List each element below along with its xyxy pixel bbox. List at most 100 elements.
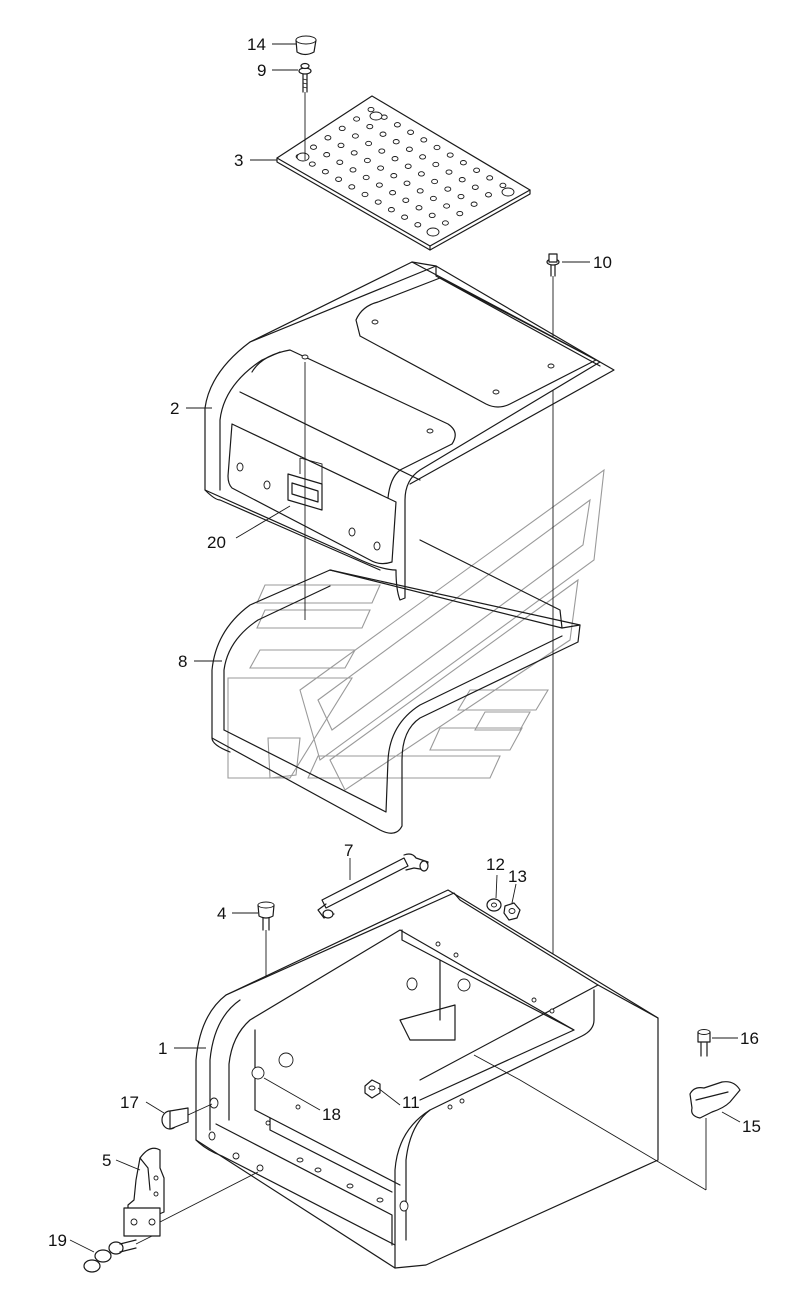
callout-7: 7 [344,841,353,860]
plate-perforation [456,210,464,217]
plate-perforation [415,205,423,211]
plate-mount-hole [296,152,310,162]
callout-19: 19 [48,1231,67,1250]
callout-4: 4 [217,904,226,923]
plate-perforation [367,106,375,113]
plate-perforation [471,184,479,190]
perforated-plate [276,95,531,251]
callout-13: 13 [508,867,527,886]
plate-mount-hole [369,111,383,121]
plate-perforation [391,156,399,162]
seal-frame [211,362,581,834]
nut-11 [364,1079,381,1099]
plate-perforation [404,163,412,169]
plate-perforation [362,174,370,181]
plate-perforation [420,137,428,143]
plate-perforation [405,146,413,152]
plate-perforation [431,178,439,185]
callout-14: 14 [247,35,266,54]
callout-15: 15 [742,1117,761,1136]
plate-perforation [321,169,329,175]
plate-perforation [429,195,437,202]
plate-perforation [470,201,478,207]
callout-3: 3 [234,151,243,170]
callout-10: 10 [593,253,612,272]
pin-17 [161,1103,213,1130]
latch-5 [123,1147,259,1237]
plate-perforation [414,222,422,228]
plate-perforation [336,159,344,165]
callout-16: 16 [740,1029,759,1048]
callout-11: 11 [402,1093,420,1112]
knob-and-screw [295,35,317,160]
gas-strut [317,853,429,919]
bolt-10 [546,253,560,1015]
plate-perforation [387,207,395,213]
watermark-logo [227,468,605,791]
plate-perforation [432,161,440,168]
plate-perforation [433,144,441,151]
plate-perforation [350,150,358,156]
plate-perforation [378,148,386,154]
plate-perforation [390,173,398,179]
bolt-19 [83,1235,153,1273]
plate-perforation [361,191,369,198]
plate-perforation [324,135,332,141]
plate-perforation [473,167,481,173]
plate-perforation [310,144,317,150]
callout-9: 9 [257,61,266,80]
plate-perforation [459,160,467,166]
plate-perforation [457,193,465,200]
callout-1: 1 [158,1039,167,1058]
plate-perforation [375,182,383,188]
plate-perforation [389,190,397,196]
plate-perforation [401,214,409,220]
plate-perforation [377,165,385,171]
plate-perforation [445,169,453,175]
plate-perforation [374,199,382,205]
plate-perforation [419,154,427,160]
plate-perforation [499,182,507,189]
plate-perforation [428,212,436,219]
plate-perforation [353,116,361,122]
plate-perforation [308,161,316,167]
plate-perforation [443,203,451,209]
plate-perforation [349,167,357,173]
plate-mount-hole [426,227,440,237]
plate-perforation [348,184,356,190]
plate-perforation [335,176,343,182]
plate-perforation [363,157,371,164]
plate-perforation [458,177,466,183]
plate-perforation [444,186,452,192]
plate-perforation [379,131,387,137]
top-cover [204,261,615,601]
plate-perforation [485,192,492,198]
callout-5: 5 [102,1151,111,1170]
plate-perforation [323,152,331,158]
plate-perforation [392,139,400,145]
plate-perforation [407,129,415,135]
plate-perforation [417,171,425,177]
plate-perforation [365,140,373,147]
plate-mount-hole [501,187,515,197]
plate-perforation [486,175,494,181]
callout-20: 20 [207,533,226,552]
callout-labels: 14 9 3 10 2 20 8 7 12 13 4 1 16 17 18 11… [48,35,761,1250]
main-box [195,889,707,1269]
callout-18: 18 [322,1105,341,1124]
plate-perforation [337,142,345,149]
plate-perforation [393,122,401,128]
callout-2: 2 [170,399,179,418]
washer-and-nut [486,898,521,921]
clip-assembly [689,1029,741,1190]
plate-perforation [416,188,424,194]
plate-perforation [441,220,449,226]
plate-perforation [446,152,454,158]
callout-12: 12 [486,855,505,874]
plate-perforation [403,180,411,186]
callout-17: 17 [120,1093,139,1112]
plate-perforation [402,197,410,203]
plate-perforation [338,125,346,132]
callout-8: 8 [178,652,187,671]
